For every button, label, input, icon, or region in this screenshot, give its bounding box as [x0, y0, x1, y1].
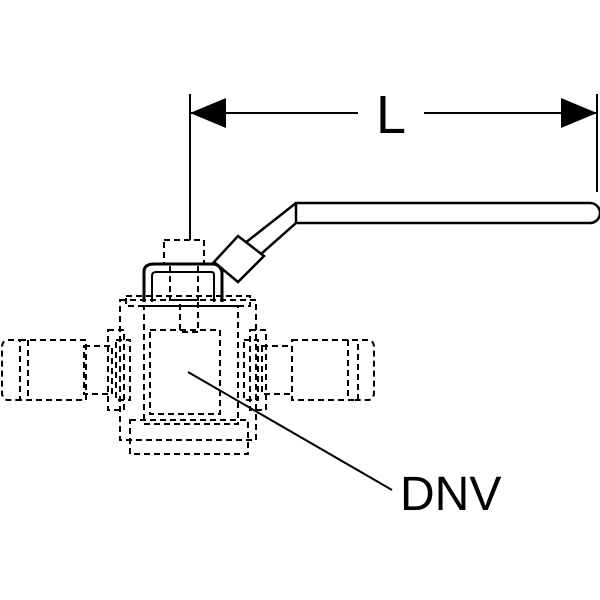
- dimension-label-l: L: [376, 85, 406, 145]
- dnv-leader-line: [187, 371, 393, 491]
- ball-chamber: [149, 329, 221, 415]
- left-pipe-neck: [83, 345, 113, 395]
- valve-body-hidden-lines: [0, 239, 375, 455]
- dnv-label: DNV: [400, 468, 501, 521]
- handle-grip-sleeve: [212, 234, 266, 284]
- handle-lever: [294, 201, 600, 225]
- left-boss: [107, 329, 125, 411]
- valve-handle: [142, 201, 600, 302]
- arrow-right: [561, 98, 597, 128]
- right-boss: [249, 329, 267, 411]
- arrow-left: [190, 98, 226, 128]
- body-inner: [143, 305, 239, 425]
- left-pipe-body: [19, 339, 87, 401]
- right-boss-inner: [243, 339, 259, 401]
- left-boss-inner: [115, 339, 131, 401]
- body-bottom: [129, 419, 249, 455]
- dimension-l: [189, 94, 598, 240]
- stem-lower: [179, 299, 199, 333]
- right-pipe-body: [291, 339, 359, 401]
- handle-arm-top: [239, 202, 297, 248]
- right-press-bead: [352, 339, 375, 401]
- stem-nut: [163, 239, 205, 265]
- stem: [169, 263, 199, 301]
- handle-bracket-inner: [151, 271, 215, 302]
